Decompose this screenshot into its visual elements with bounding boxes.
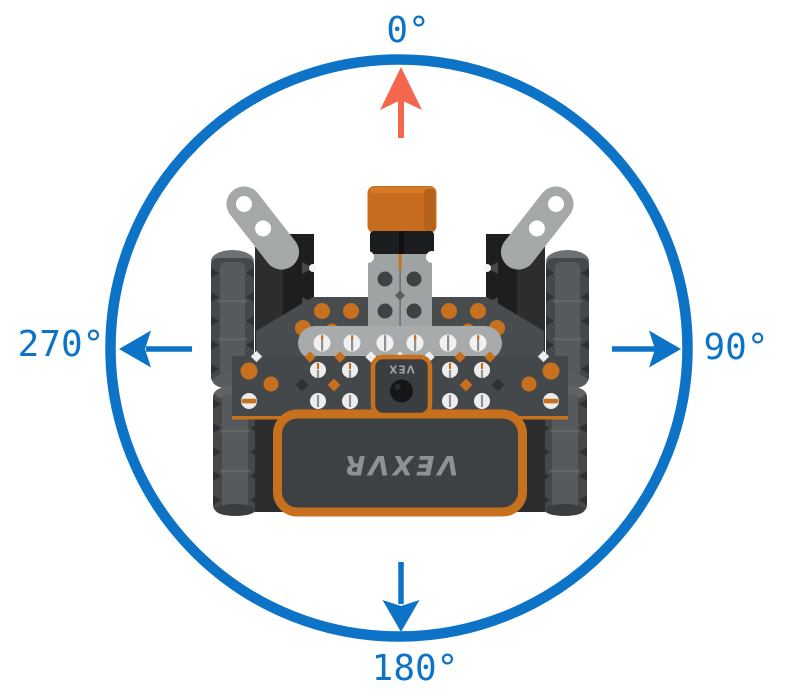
heading-label-180: 180° xyxy=(371,648,459,689)
heading-label-0: 0° xyxy=(386,10,430,51)
vex-vr-robot: VEXVR VEX xyxy=(211,179,589,517)
eye-sensor: VEX xyxy=(370,354,433,418)
arrow-90-icon xyxy=(612,330,681,368)
brain-label: VEXVR xyxy=(342,449,459,480)
rivet-plate-left-decor xyxy=(240,350,377,409)
center-plate xyxy=(362,251,438,343)
pen-block xyxy=(367,186,437,262)
beam-screws xyxy=(313,334,487,352)
brain-panel: VEXVR xyxy=(273,409,527,517)
heading-label-270: 270° xyxy=(17,324,105,365)
sensor-label: VEX xyxy=(388,363,414,375)
rear-left-wheel xyxy=(213,386,258,516)
arrow-270-icon xyxy=(119,330,192,368)
heading-ring xyxy=(105,54,693,642)
heading-label-90: 90° xyxy=(703,327,769,368)
left-arm-beam xyxy=(226,186,300,270)
heading-arrow-0-icon xyxy=(380,67,422,138)
arrow-180-icon xyxy=(382,562,420,632)
sensor-lens xyxy=(390,379,413,403)
standoff-beam xyxy=(298,326,502,360)
